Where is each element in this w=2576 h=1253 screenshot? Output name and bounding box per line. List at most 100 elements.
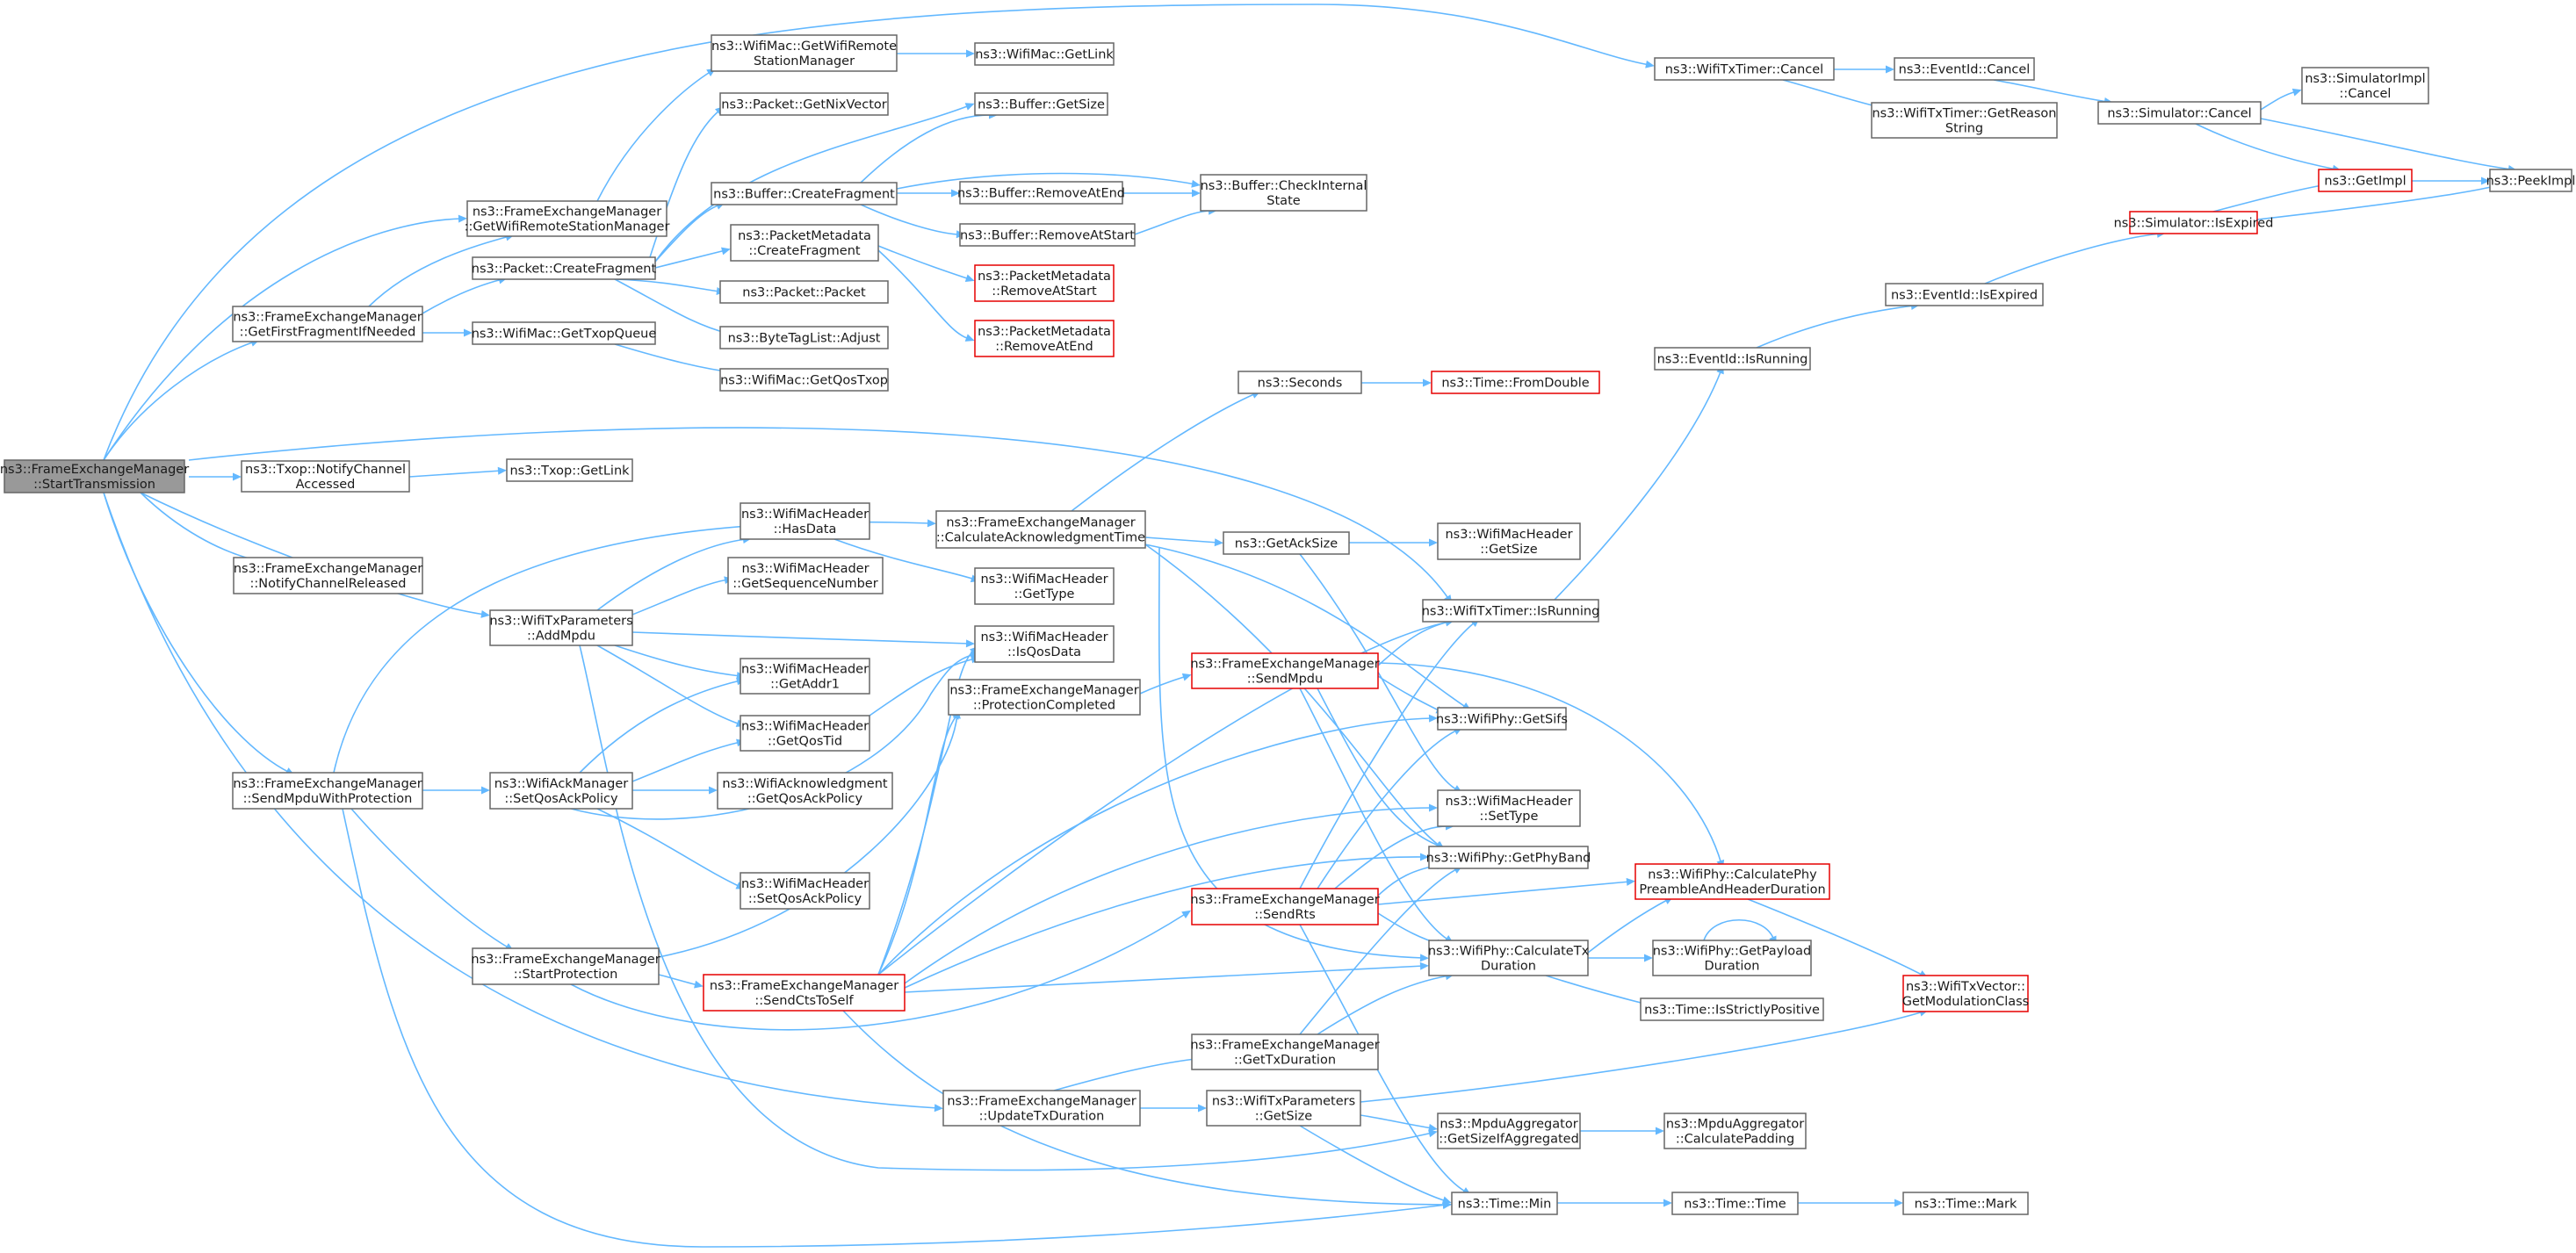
node-n0[interactable]: ns3::FrameExchangeManager::StartTransmis…	[0, 459, 189, 493]
node-n5[interactable]: ns3::FrameExchangeManager::GetWifiRemote…	[465, 200, 670, 237]
node-box	[740, 658, 870, 695]
node-n12[interactable]: ns3::PacketMetadata::RemoveAtStart	[974, 264, 1115, 302]
node-n36[interactable]: ns3::WifiMacHeader::GetSize	[1437, 522, 1581, 560]
edge-n54-n55	[1377, 877, 1635, 905]
node-box	[1437, 789, 1581, 827]
edge-n41-n28	[1554, 364, 1724, 601]
node-n19[interactable]: ns3::WifiTxTimer::Cancel	[1654, 57, 1835, 81]
node-n68[interactable]: ns3::Time::Time	[1671, 1192, 1799, 1215]
edge-n19-n20	[1834, 65, 1894, 74]
node-n67[interactable]: ns3::Time::Min	[1451, 1192, 1558, 1215]
node-n30[interactable]: ns3::Time::FromDouble	[1431, 371, 1600, 394]
node-label: ns3::FrameExchangeManager	[234, 562, 422, 576]
node-n63[interactable]: ns3::FrameExchangeManager::UpdateTxDurat…	[942, 1090, 1141, 1127]
node-n14[interactable]: ns3::FrameExchangeManager::GetFirstFragm…	[232, 306, 423, 342]
node-n57[interactable]: ns3::FrameExchangeManager::StartProtecti…	[471, 947, 660, 985]
node-n15[interactable]: ns3::ByteTagList::Adjust	[719, 326, 889, 349]
node-n37[interactable]: ns3::FrameExchangeManager::NotifyChannel…	[233, 557, 423, 594]
node-n39[interactable]: ns3::WifiMacHeader::GetType	[974, 567, 1115, 605]
node-n22[interactable]: ns3::Simulator::Cancel	[2097, 101, 2262, 125]
node-label: ns3::Time::FromDouble	[1441, 377, 1589, 391]
node-label: ns3::EventId::Cancel	[1899, 63, 2031, 77]
node-n2[interactable]: ns3::WifiMac::GetLink	[974, 42, 1115, 66]
node-label: ns3::FrameExchangeManager	[710, 979, 898, 993]
node-n64[interactable]: ns3::WifiTxParameters::GetSize	[1206, 1090, 1361, 1127]
node-n25[interactable]: ns3::PeekImpl	[2486, 169, 2576, 192]
node-label: StationManager	[754, 54, 855, 68]
node-n7[interactable]: ns3::Buffer::RemoveAtEnd	[957, 181, 1125, 205]
node-label: Duration	[1705, 960, 1760, 974]
node-n33[interactable]: ns3::WifiMacHeader::HasData	[740, 502, 870, 540]
node-n27[interactable]: ns3::EventId::IsExpired	[1885, 283, 2044, 306]
node-n54[interactable]: ns3::FrameExchangeManager::SendRts	[1190, 888, 1380, 925]
edge-n14-n10	[422, 276, 508, 314]
node-label: ns3::Packet::GetNixVector	[721, 98, 886, 112]
node-n1[interactable]: ns3::WifiMac::GetWifiRemoteStationManage…	[711, 34, 898, 72]
node-box	[711, 182, 898, 205]
node-n13[interactable]: ns3::Packet::Packet	[719, 280, 889, 304]
edge-arrowhead	[1428, 803, 1438, 812]
node-n9[interactable]: ns3::Buffer::RemoveAtStart	[959, 223, 1136, 247]
node-label: ns3::WifiPhy::GetPhyBand	[1426, 852, 1591, 866]
node-box	[719, 326, 889, 349]
node-n6[interactable]: ns3::Buffer::CreateFragment	[711, 182, 898, 205]
node-n4[interactable]: ns3::Buffer::GetSize	[974, 92, 1108, 116]
edge-n58-n59	[904, 961, 1429, 993]
node-n49[interactable]: ns3::WifiAckManager::SetQosAckPolicy	[489, 772, 633, 810]
node-n47[interactable]: ns3::WifiMacHeader::GetQosTid	[740, 715, 870, 752]
node-n55[interactable]: ns3::WifiPhy::CalculatePhyPreambleAndHea…	[1634, 863, 1830, 900]
node-n48[interactable]: ns3::FrameExchangeManager::SendMpduWithP…	[232, 772, 423, 810]
node-n65[interactable]: ns3::MpduAggregator::GetSizeIfAggregated	[1437, 1113, 1581, 1149]
node-n66[interactable]: ns3::MpduAggregator::CalculatePadding	[1663, 1113, 1807, 1149]
node-box	[959, 181, 1123, 205]
node-n60[interactable]: ns3::WifiTxVector::GetModulationClass	[1902, 975, 2029, 1012]
node-n45[interactable]: ns3::FrameExchangeManager::ProtectionCom…	[948, 679, 1141, 716]
node-n46[interactable]: ns3::WifiPhy::GetSifs	[1436, 707, 1568, 731]
node-n29[interactable]: ns3::Seconds	[1237, 371, 1362, 394]
node-n11[interactable]: ns3::PacketMetadata::CreateFragment	[730, 224, 879, 262]
node-label: ns3::Time::Min	[1458, 1198, 1552, 1212]
node-n16[interactable]: ns3::WifiMac::GetTxopQueue	[472, 321, 657, 345]
node-box	[974, 625, 1115, 663]
node-n23[interactable]: ns3::SimulatorImpl::Cancel	[2301, 67, 2429, 104]
node-n41[interactable]: ns3::WifiTxTimer::IsRunning	[1422, 599, 1600, 623]
edge-arrowhead	[1428, 1123, 1438, 1132]
node-n24[interactable]: ns3::GetImpl	[2318, 169, 2413, 192]
node-n53[interactable]: ns3::WifiMacHeader::SetQosAckPolicy	[740, 872, 870, 910]
node-n58[interactable]: ns3::FrameExchangeManager::SendCtsToSelf	[703, 974, 906, 1012]
node-n52[interactable]: ns3::WifiPhy::GetPhyBand	[1426, 846, 1591, 869]
edge-n64-n65	[1360, 1114, 1438, 1132]
node-n61[interactable]: ns3::Time::IsStrictlyPositive	[1640, 997, 1824, 1021]
node-box	[730, 224, 879, 262]
node-n3[interactable]: ns3::Packet::GetNixVector	[719, 92, 889, 116]
node-n43[interactable]: ns3::FrameExchangeManager::SendMpdu	[1190, 652, 1380, 689]
node-n69[interactable]: ns3::Time::Mark	[1902, 1192, 2029, 1215]
node-n40[interactable]: ns3::WifiTxParameters::AddMpdu	[489, 609, 633, 646]
node-label: ns3::FrameExchangeManager	[233, 311, 422, 325]
node-n35[interactable]: ns3::GetAckSize	[1223, 531, 1350, 555]
node-n10[interactable]: ns3::Packet::CreateFragment	[472, 256, 657, 280]
node-label: ns3::FrameExchangeManager	[233, 777, 422, 791]
node-n34[interactable]: ns3::FrameExchangeManager::CalculateAckn…	[935, 510, 1146, 549]
node-n26[interactable]: ns3::Simulator::IsExpired	[2114, 211, 2274, 234]
node-n17[interactable]: ns3::PacketMetadata::RemoveAtEnd	[974, 320, 1115, 357]
node-n62[interactable]: ns3::FrameExchangeManager::GetTxDuration	[1190, 1033, 1380, 1070]
node-n28[interactable]: ns3::EventId::IsRunning	[1654, 347, 1811, 371]
node-label: ns3::WifiMacHeader	[980, 572, 1108, 587]
node-n42[interactable]: ns3::WifiMacHeader::IsQosData	[974, 625, 1115, 663]
nodes-layer: ns3::FrameExchangeManager::StartTransmis…	[0, 34, 2576, 1215]
node-n20[interactable]: ns3::EventId::Cancel	[1894, 57, 2035, 81]
node-n32[interactable]: ns3::Txop::GetLink	[506, 458, 633, 482]
node-n18[interactable]: ns3::WifiMac::GetQosTxop	[719, 368, 889, 392]
node-box	[1902, 975, 2029, 1012]
node-n38[interactable]: ns3::WifiMacHeader::GetSequenceNumber	[727, 557, 884, 594]
node-n50[interactable]: ns3::WifiAcknowledgment::GetQosAckPolicy	[717, 772, 893, 810]
node-n44[interactable]: ns3::WifiMacHeader::GetAddr1	[740, 658, 870, 695]
node-n51[interactable]: ns3::WifiMacHeader::SetType	[1437, 789, 1581, 827]
edge-n0-n31	[189, 472, 242, 481]
